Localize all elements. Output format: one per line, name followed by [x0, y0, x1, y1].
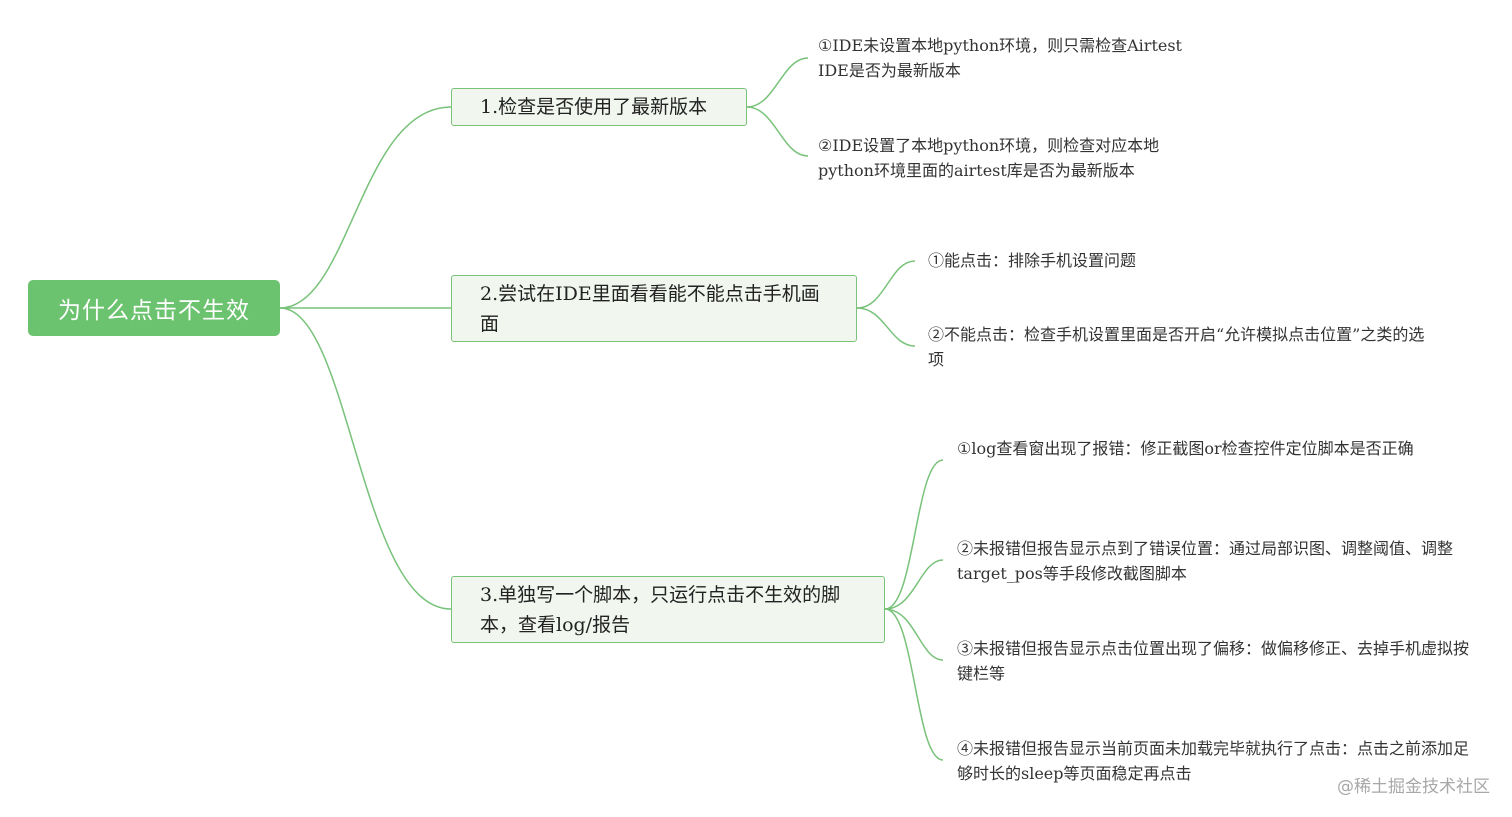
leaf-node-1-2[interactable]: ②IDE设置了本地python环境，则检查对应本地python环境里面的airt…	[818, 136, 1160, 180]
root-node[interactable]: 为什么点击不生效	[28, 280, 280, 336]
watermark-text: @稀土掘金技术社区	[1337, 777, 1490, 797]
connector-b3-leaf2	[884, 559, 944, 610]
connector-root-branch3	[279, 307, 452, 610]
connector-b2-leaf1	[856, 260, 916, 309]
leaf-node-1-1[interactable]: ①IDE未设置本地python环境，则只需检查Airtest IDE是否为最新版…	[818, 36, 1182, 80]
leaf-node-3-4[interactable]: ④未报错但报告显示当前页面未加载完毕就执行了点击：点击之前添加足够时长的slee…	[957, 739, 1470, 783]
leaf-node-2-2[interactable]: ②不能点击：检查手机设置里面是否开启“允许模拟点击位置”之类的选项	[928, 325, 1425, 369]
branch-node-1[interactable]: 1.检查是否使用了最新版本	[451, 88, 747, 126]
connector-b1-leaf2	[746, 106, 809, 157]
branch-node-label: 1.检查是否使用了最新版本	[480, 96, 708, 118]
connector-b3-leaf1	[884, 459, 944, 610]
leaf-node-3-1[interactable]: ①log查看窗出现了报错：修正截图or检查控件定位脚本是否正确	[957, 439, 1414, 458]
connector-b3-leaf4	[884, 608, 944, 761]
branch-node-2[interactable]: 2.尝试在IDE里面看看能不能点击手机画面	[451, 275, 857, 342]
leaf-node-2-1[interactable]: ①能点击：排除手机设置问题	[928, 251, 1137, 270]
connector-root-branch1	[279, 106, 452, 309]
connector-b1-leaf1	[746, 57, 809, 108]
root-node-label: 为什么点击不生效	[58, 298, 250, 324]
leaf-node-3-3[interactable]: ③未报错但报告显示点击位置出现了偏移：做偏移修正、去掉手机虚拟按键栏等	[957, 639, 1470, 683]
leaf-node-3-2[interactable]: ②未报错但报告显示点到了错误位置：通过局部识图、调整阈值、调整target_po…	[957, 539, 1454, 583]
branch-node-label: 2.尝试在IDE里面看看能不能点击手机画面	[480, 282, 820, 335]
connector-b2-leaf2	[856, 307, 916, 347]
branch-node-label: 3.单独写一个脚本，只运行点击不生效的脚本，查看log/报告	[480, 583, 841, 636]
branch-node-3[interactable]: 3.单独写一个脚本，只运行点击不生效的脚本，查看log/报告	[451, 576, 885, 643]
connector-b3-leaf3	[884, 608, 944, 661]
